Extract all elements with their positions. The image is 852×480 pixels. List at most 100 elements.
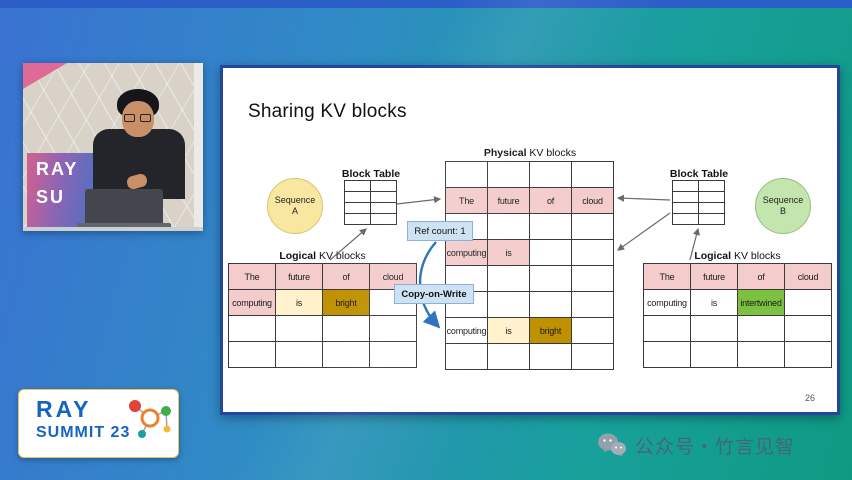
kv-cell: is: [487, 239, 530, 266]
kv-cell: [672, 213, 699, 225]
wechat-icon: [598, 433, 626, 456]
presenter-video: RAY SU: [23, 63, 203, 231]
kv-cell: [228, 315, 276, 342]
kv-cell: [487, 161, 530, 188]
kv-cell: cloud: [784, 263, 832, 290]
physical-kv-label: Physical KV blocks: [483, 147, 577, 159]
logo-line1: RAY: [36, 396, 92, 422]
table-row: [672, 191, 725, 203]
kv-cell: [571, 213, 614, 240]
laptop-icon: [85, 189, 163, 225]
kv-cell: bright: [529, 317, 572, 344]
block-table-right-label: Block Table: [669, 168, 729, 180]
kv-cell: [690, 315, 738, 342]
kv-cell: The: [643, 263, 691, 290]
kv-cell: [698, 213, 725, 225]
kv-cell: [344, 213, 371, 225]
table-row: [445, 161, 614, 188]
logo-molecule-icon: [129, 400, 171, 438]
kv-cell: [737, 315, 785, 342]
block-table-left-label: Block Table: [341, 168, 401, 180]
table-row: [228, 315, 417, 342]
kv-cell: of: [322, 263, 370, 290]
slide-title: Sharing KV blocks: [248, 101, 407, 122]
kv-cell: of: [737, 263, 785, 290]
kv-cell: [737, 341, 785, 368]
kv-cell: computing: [643, 289, 691, 316]
kv-cell: of: [529, 187, 572, 214]
presenter-face: [122, 101, 154, 137]
kv-cell: [487, 343, 530, 370]
slide: Sharing KV blocks Physical KV blocks Blo…: [220, 65, 840, 415]
kv-cell: [529, 343, 572, 370]
top-bar: [0, 0, 852, 8]
kv-cell: is: [275, 289, 323, 316]
kv-cell: [487, 213, 530, 240]
mapping-arrow-right-block-to-physical-row1: [616, 194, 671, 202]
kv-cell: computing: [445, 317, 488, 344]
table-row: [643, 341, 832, 368]
kv-cell: The: [228, 263, 276, 290]
table-row: [672, 213, 725, 225]
kv-cell: [529, 239, 572, 266]
ref-count-badge: Ref count: 1: [407, 221, 473, 241]
kv-cell: [369, 315, 417, 342]
desk: [23, 227, 203, 231]
logo-line2: SUMMIT 23: [36, 424, 131, 441]
kv-cell: computing: [228, 289, 276, 316]
kv-cell: [445, 343, 488, 370]
kv-cell: [784, 289, 832, 316]
kv-cell: [643, 315, 691, 342]
kv-cell: [529, 265, 572, 292]
table-row: [445, 343, 614, 370]
kv-cell: [690, 341, 738, 368]
kv-cell: [322, 315, 370, 342]
block-table-left: [344, 180, 397, 225]
kv-cell: [784, 315, 832, 342]
table-row: [643, 315, 832, 342]
block-table-right: [672, 180, 725, 225]
kv-cell: The: [445, 187, 488, 214]
kv-cell: [487, 291, 530, 318]
kv-cell: [369, 341, 417, 368]
backdrop-pink-triangle: [23, 63, 67, 89]
kv-cell: [571, 343, 614, 370]
kv-cell: [487, 265, 530, 292]
kv-cell: [370, 213, 397, 225]
kv-cell: [228, 341, 276, 368]
kv-cell: [571, 265, 614, 292]
kv-cell: intertwined: [737, 289, 785, 316]
page-number: 26: [804, 393, 815, 403]
presenter-glasses: [124, 114, 152, 124]
kv-cell: computing: [445, 239, 488, 266]
logical-kv-b-label: Logical KV blocks: [694, 250, 781, 262]
kv-cell: cloud: [571, 187, 614, 214]
sequence-b-circle: Sequence B: [755, 178, 811, 234]
kv-cell: [275, 315, 323, 342]
kv-cell: is: [487, 317, 530, 344]
mapping-arrow-left-block-to-physical: [396, 196, 442, 205]
kv-cell: [571, 161, 614, 188]
backdrop-pillar: [194, 63, 203, 231]
kv-cell: [322, 341, 370, 368]
banner-text-2: SU: [36, 187, 66, 207]
wechat-watermark: 公众号・竹言见智: [597, 432, 795, 459]
kv-cell: [784, 341, 832, 368]
ray-summit-logo: RAY SUMMIT 23: [18, 389, 179, 458]
kv-cell: future: [487, 187, 530, 214]
table-row: [344, 213, 397, 225]
copy-on-write-badge: Copy-on-Write: [394, 284, 474, 304]
mapping-arrow-right-block-to-physical-row3: [617, 212, 671, 251]
watermark-text: 公众号・竹言见智: [635, 437, 796, 458]
kv-cell: [571, 239, 614, 266]
banner-text-1: RAY: [36, 159, 79, 179]
